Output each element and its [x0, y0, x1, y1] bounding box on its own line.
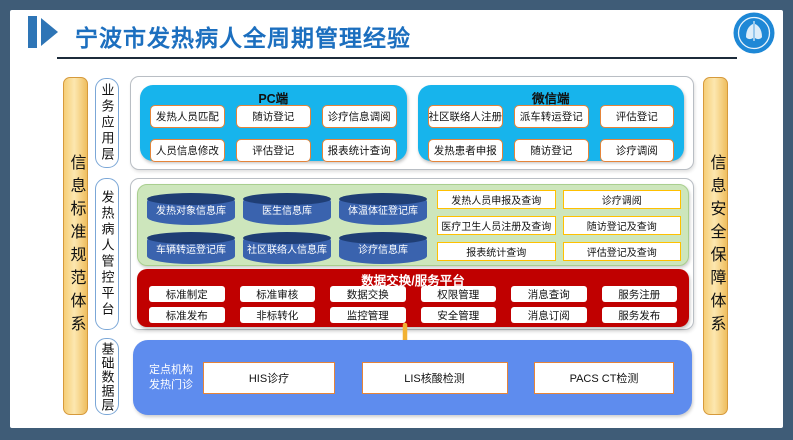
title-accent-triangle-icon: [41, 18, 58, 46]
security-system-label: 信息安全保障体系: [707, 154, 725, 338]
exchange-item: 监控管理: [330, 307, 406, 323]
wechat-panel: 微信端 社区联络人注册 派车转运登记 评估登记 发热患者申报 随访登记 诊疗调阅: [417, 85, 684, 162]
pacs-system-box: PACS CT检测: [534, 361, 674, 394]
wechat-item: 发热患者申报: [427, 139, 503, 162]
database-cylinder: 体温体征登记库: [339, 193, 427, 225]
database-cylinder: 社区联络人信息库: [243, 232, 331, 264]
service-box: 医疗卫生人员注册及查询: [437, 216, 556, 235]
base-data-panel: 定点机构 发热门诊 HIS诊疗 LIS核酸检测 PACS CT检测: [133, 340, 692, 415]
control-platform-container: 发热对象信息库 医生信息库 体温体征登记库 车辆转运登记库 社区联络人信息库 诊…: [130, 178, 694, 330]
page-title: 宁波市发热病人全周期管理经验: [75, 25, 411, 51]
database-grid: 发热对象信息库 医生信息库 体温体征登记库 车辆转运登记库 社区联络人信息库 诊…: [147, 192, 427, 264]
exchange-item: 数据交换: [330, 286, 406, 302]
database-service-panel: 发热对象信息库 医生信息库 体温体征登记库 车辆转运登记库 社区联络人信息库 诊…: [137, 184, 689, 266]
exchange-item: 权限管理: [420, 286, 496, 302]
standards-system-bar: 信息标准规范体系: [63, 77, 88, 415]
database-cylinder: 医生信息库: [243, 193, 331, 225]
exchange-item: 标准审核: [239, 286, 315, 302]
slide-canvas: 宁波市发热病人全周期管理经验 信息标准规范体系 信息安全保障体系 业务应用层 发…: [10, 10, 783, 428]
title-accent-bar: [28, 16, 37, 48]
his-system-box: HIS诊疗: [203, 361, 335, 394]
exchange-item: 服务注册: [601, 286, 677, 302]
service-box: 诊疗调阅: [562, 190, 681, 209]
wechat-item: 社区联络人注册: [427, 105, 503, 128]
exchange-item: 标准发布: [149, 307, 225, 323]
service-box: 报表统计查询: [437, 242, 556, 261]
layer-label-base-data: 基础数据层: [95, 338, 119, 415]
database-cylinder: 车辆转运登记库: [147, 232, 235, 264]
wechat-item: 诊疗调阅: [599, 139, 674, 162]
service-grid: 发热人员申报及查询 诊疗调阅 医疗卫生人员注册及查询 随访登记及查询 报表统计查…: [437, 190, 681, 261]
layer-label-application: 业务应用层: [95, 78, 119, 168]
pc-item: 诊疗信息调阅: [321, 105, 397, 128]
pc-panel: PC端 发热人员匹配 随访登记 诊疗信息调阅 人员信息修改 评估登记 报表统计查…: [140, 85, 407, 162]
hospital-logo-icon: [733, 12, 775, 54]
security-system-bar: 信息安全保障体系: [703, 77, 728, 415]
service-box: 发热人员申报及查询: [437, 190, 556, 209]
wechat-item: 评估登记: [599, 105, 674, 128]
exchange-item: 安全管理: [420, 307, 496, 323]
service-box: 评估登记及查询: [562, 242, 681, 261]
application-layer-container: PC端 发热人员匹配 随访登记 诊疗信息调阅 人员信息修改 评估登记 报表统计查…: [130, 76, 694, 170]
layer-label-control-platform: 发热病人管控平台: [95, 178, 119, 330]
pc-item: 评估登记: [235, 139, 311, 162]
standards-system-label: 信息标准规范体系: [67, 154, 85, 338]
pc-item: 随访登记: [235, 105, 311, 128]
pc-panel-title: PC端: [258, 92, 289, 106]
database-cylinder: 诊疗信息库: [339, 232, 427, 264]
lis-system-box: LIS核酸检测: [361, 361, 508, 394]
exchange-item: 消息查询: [511, 286, 587, 302]
pc-item: 报表统计查询: [321, 139, 397, 162]
data-exchange-platform-title: 数据交换/服务平台: [361, 274, 465, 288]
database-cylinder: 发热对象信息库: [147, 193, 235, 225]
exchange-item: 服务发布: [601, 307, 677, 323]
wechat-item: 随访登记: [514, 139, 589, 162]
exchange-item: 消息订阅: [511, 307, 587, 323]
pc-item: 人员信息修改: [150, 139, 225, 162]
header-separator: [57, 57, 737, 59]
pc-item: 发热人员匹配: [150, 105, 225, 128]
wechat-panel-title: 微信端: [531, 92, 570, 106]
wechat-item: 派车转运登记: [514, 105, 589, 128]
designated-clinic-label: 定点机构 发热门诊: [149, 363, 193, 391]
data-exchange-platform: 数据交换/服务平台 标准制定 标准审核 数据交换 权限管理 消息查询 服务注册 …: [137, 269, 689, 327]
base-systems-row: HIS诊疗 LIS核酸检测 PACS CT检测: [201, 361, 678, 394]
exchange-item: 标准制定: [149, 286, 225, 302]
service-box: 随访登记及查询: [562, 216, 681, 235]
exchange-item: 非标转化: [239, 307, 315, 323]
